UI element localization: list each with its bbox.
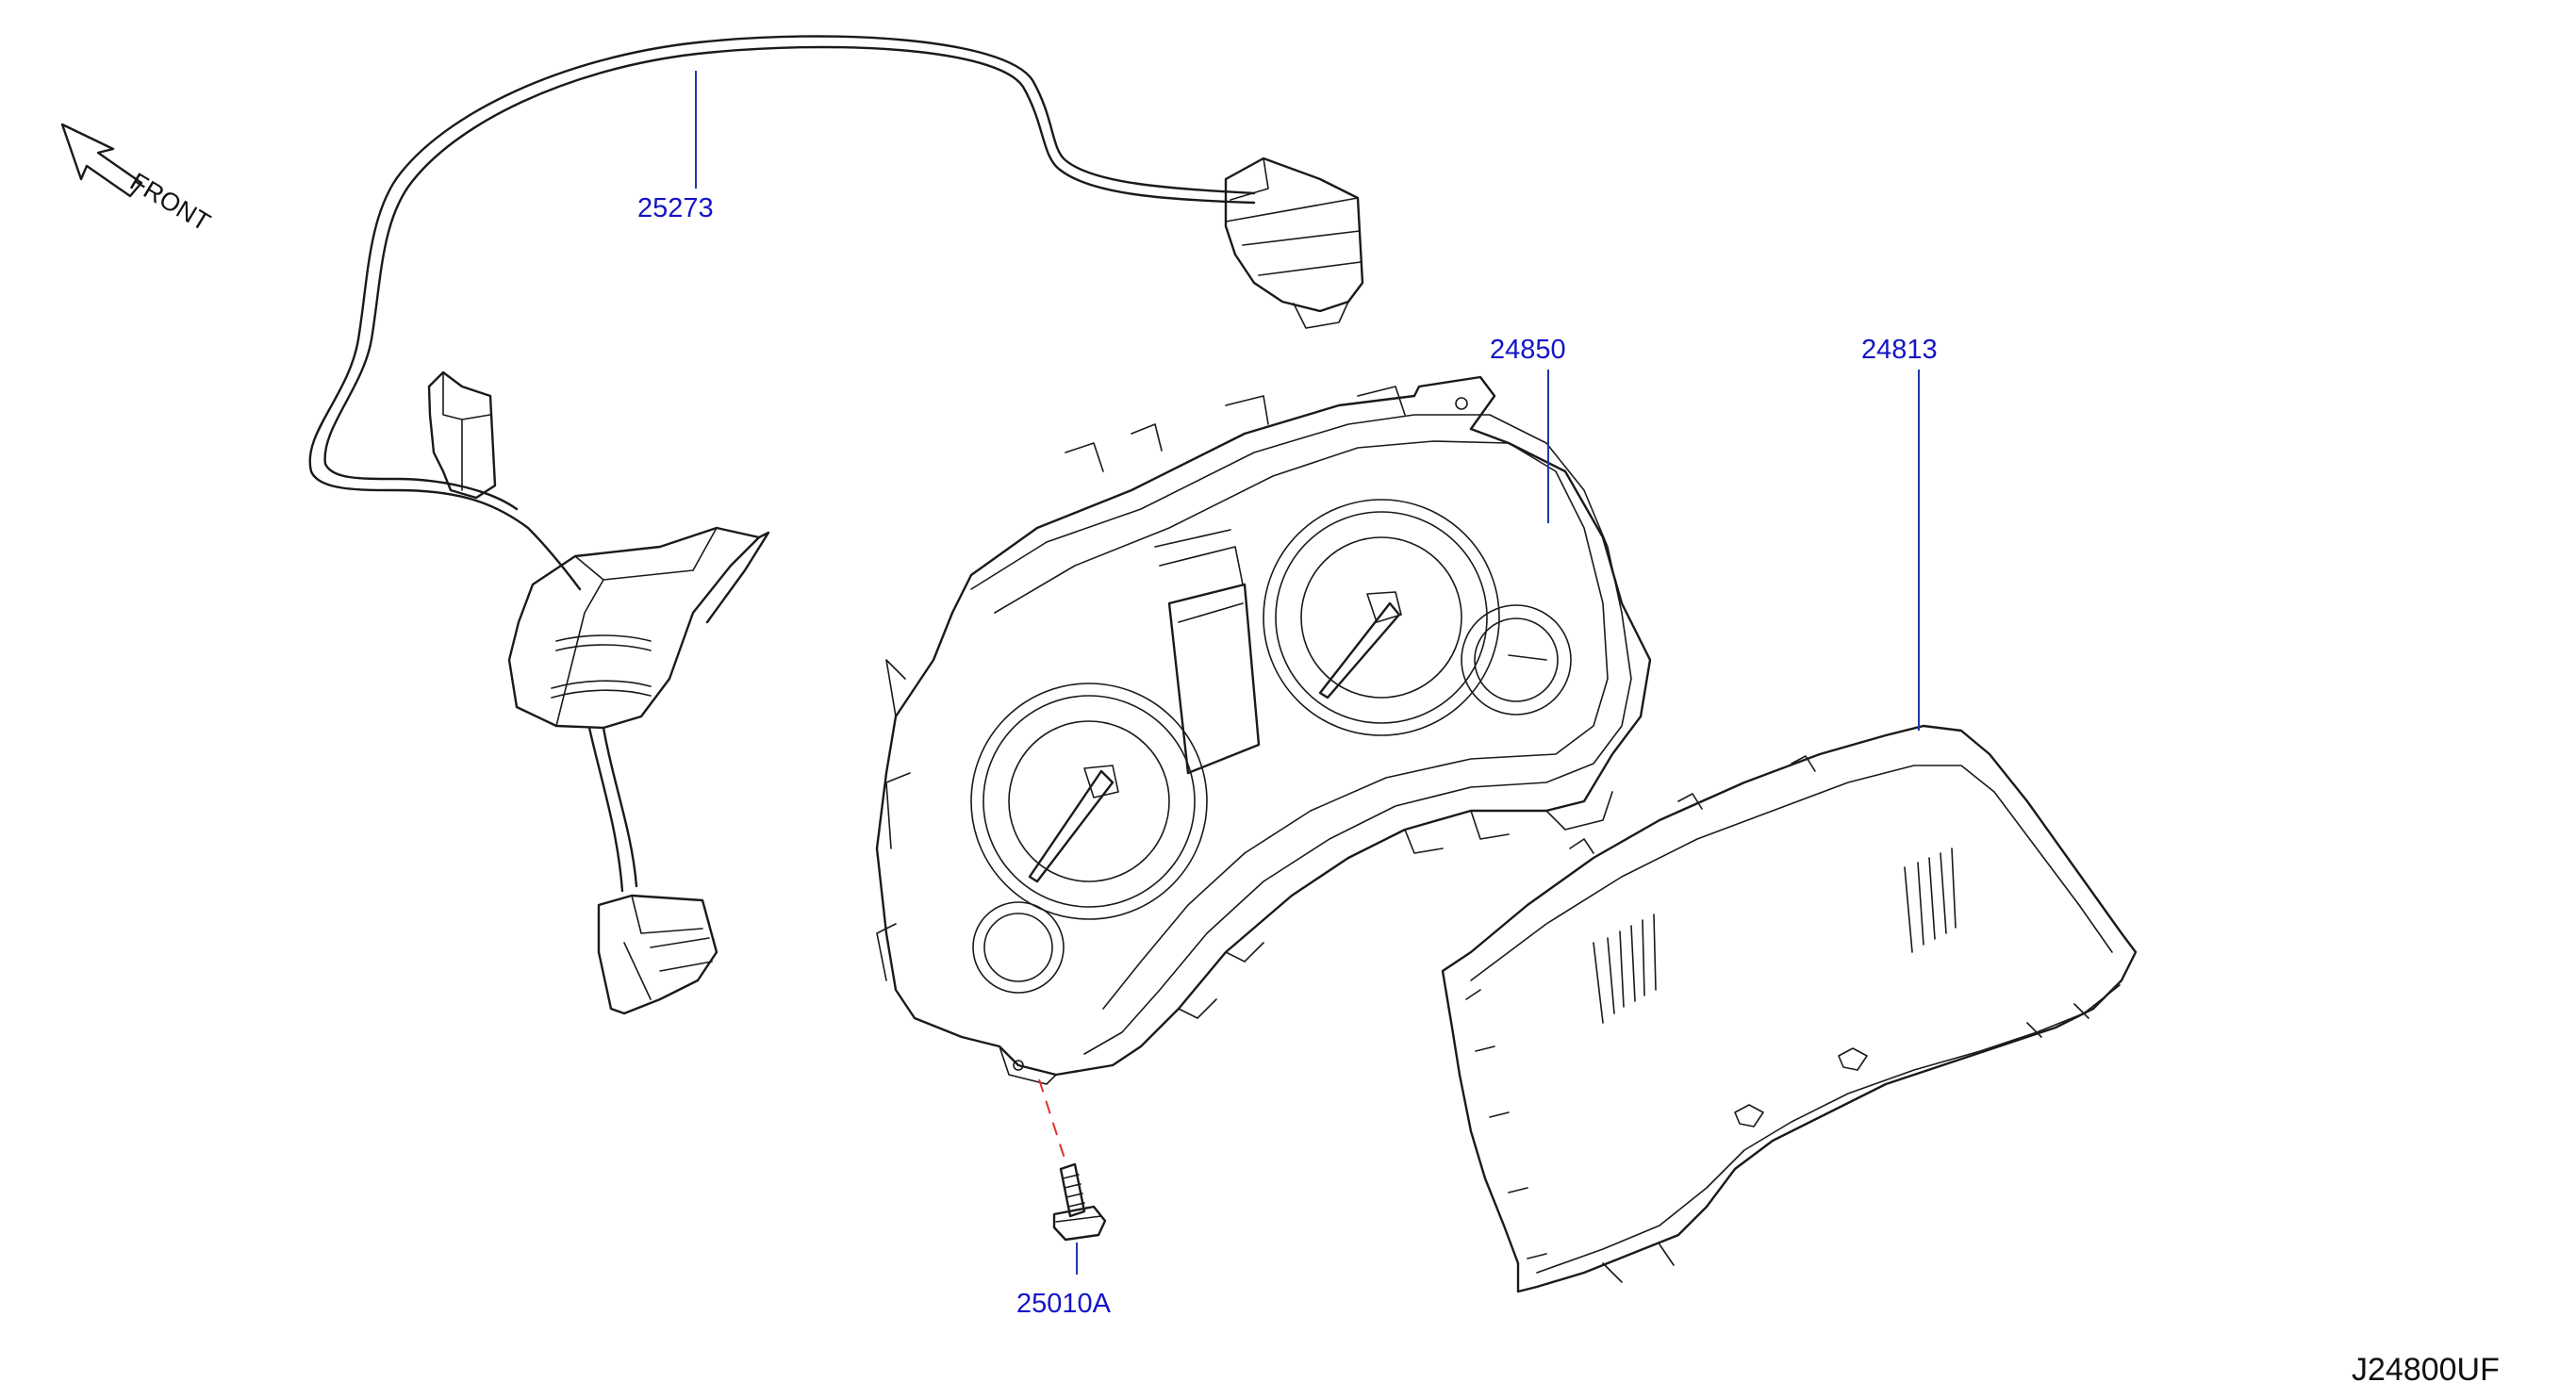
combination-meter-24850 xyxy=(875,375,1652,1085)
bolt-axis-line xyxy=(1038,1078,1066,1162)
callout-24813[interactable]: 24813 xyxy=(1861,335,1938,365)
meter-lens-24813 xyxy=(1441,724,2138,1293)
front-label: FRONT xyxy=(125,167,215,237)
callout-25273[interactable]: 25273 xyxy=(637,193,714,223)
callout-25010A[interactable]: 25010A xyxy=(1016,1289,1112,1319)
callout-24850[interactable]: 24850 xyxy=(1490,335,1566,365)
bolt-25010A xyxy=(1052,1162,1107,1242)
front-arrow-icon xyxy=(60,123,143,198)
wire-harness-25273 xyxy=(308,35,1364,1015)
diagram-code: J24800UF xyxy=(2352,1352,2500,1388)
